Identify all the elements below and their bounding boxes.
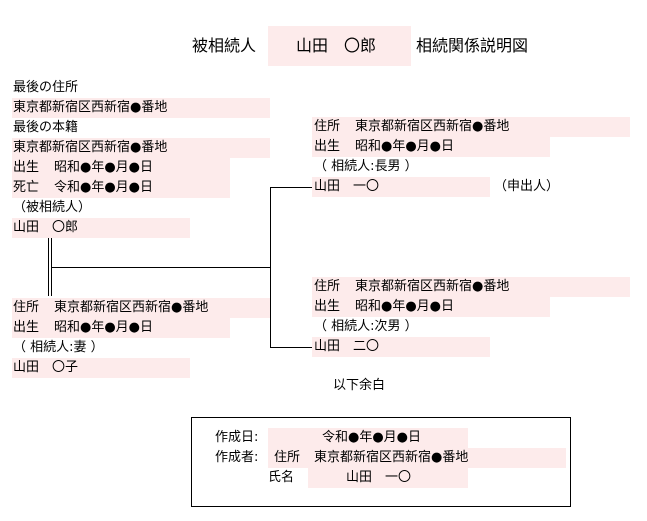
child1-role: （ 相続人:長男 ）	[314, 159, 418, 174]
decedent-birth-fill	[12, 158, 230, 178]
decedent-address-fill	[12, 98, 270, 118]
marriage-line-left	[48, 238, 49, 296]
spouse-name: 山田 〇子	[13, 360, 79, 375]
creator-date-fill	[268, 428, 468, 448]
creator-box	[191, 417, 571, 507]
creator-name-label: 氏名	[268, 470, 295, 485]
child2-address-label: 住所	[314, 279, 341, 294]
creator-date-label: 作成日:	[215, 430, 259, 445]
title-prefix: 被相続人	[192, 36, 257, 55]
decedent-last-address-label: 最後の住所	[13, 80, 79, 95]
creator-name-fill	[308, 468, 468, 488]
decedent-name-fill	[12, 218, 190, 238]
child2-address-fill	[312, 277, 630, 297]
child2-birth-fill	[312, 297, 550, 317]
title-name-fill	[268, 26, 411, 66]
child1-address-fill	[312, 117, 630, 137]
creator-name: 山田 一〇	[346, 470, 412, 485]
spouse-role: （ 相続人:妻 ）	[13, 340, 104, 355]
spouse-address: 東京都新宿区西新宿●番地	[54, 300, 209, 315]
marriage-to-children-line	[52, 267, 271, 268]
decedent-last-domicile-label: 最後の本籍	[13, 120, 79, 135]
decedent-role: （被相続人）	[13, 200, 92, 215]
decedent-death-date: 令和●年●月●日	[54, 180, 154, 195]
spouse-address-fill	[12, 298, 270, 318]
child1-birth-fill	[312, 137, 550, 157]
child2-role: （ 相続人:次男 ）	[314, 319, 418, 334]
child1-name-fill	[312, 177, 490, 197]
child1-address-label: 住所	[314, 119, 341, 134]
child2-birth-date: 昭和●年●月●日	[355, 299, 455, 314]
child1-birth-date: 昭和●年●月●日	[355, 139, 455, 154]
child1-birth-label: 出生	[314, 139, 341, 154]
spouse-address-label: 住所	[13, 300, 40, 315]
children-vertical-line	[270, 187, 271, 348]
decedent-death-label: 死亡	[13, 180, 40, 195]
creator-label: 作成者:	[215, 450, 259, 465]
child2-connector-line	[270, 347, 312, 348]
child1-name: 山田 一〇	[314, 179, 380, 194]
child2-birth-label: 出生	[314, 299, 341, 314]
child1-connector-line	[270, 187, 312, 188]
creator-address-fill	[268, 448, 566, 468]
decedent-death-fill	[12, 178, 230, 198]
child2-address: 東京都新宿区西新宿●番地	[355, 279, 510, 294]
spouse-birth-date: 昭和●年●月●日	[54, 320, 154, 335]
creator-address: 東京都新宿区西新宿●番地	[314, 450, 469, 465]
child2-name-fill	[312, 337, 490, 357]
spouse-name-fill	[12, 358, 190, 378]
decedent-name: 山田 〇郎	[13, 220, 79, 235]
creator-address-label: 住所	[274, 450, 301, 465]
child2-name: 山田 二〇	[314, 339, 380, 354]
decedent-last-domicile: 東京都新宿区西新宿●番地	[13, 140, 168, 155]
child1-applicant-note: （申出人）	[494, 179, 560, 194]
title-decedent-name: 山田 〇郎	[296, 36, 377, 55]
decedent-birth-label: 出生	[13, 160, 40, 175]
end-note: 以下余白	[333, 378, 386, 393]
decedent-last-address: 東京都新宿区西新宿●番地	[13, 100, 168, 115]
decedent-domicile-fill	[12, 138, 270, 158]
spouse-birth-label: 出生	[13, 320, 40, 335]
marriage-line-right	[51, 238, 52, 296]
spouse-birth-fill	[12, 318, 230, 338]
child1-address: 東京都新宿区西新宿●番地	[355, 119, 510, 134]
title-suffix: 相続関係説明図	[416, 36, 529, 55]
creator-date: 令和●年●月●日	[322, 430, 422, 445]
decedent-birth-date: 昭和●年●月●日	[54, 160, 154, 175]
